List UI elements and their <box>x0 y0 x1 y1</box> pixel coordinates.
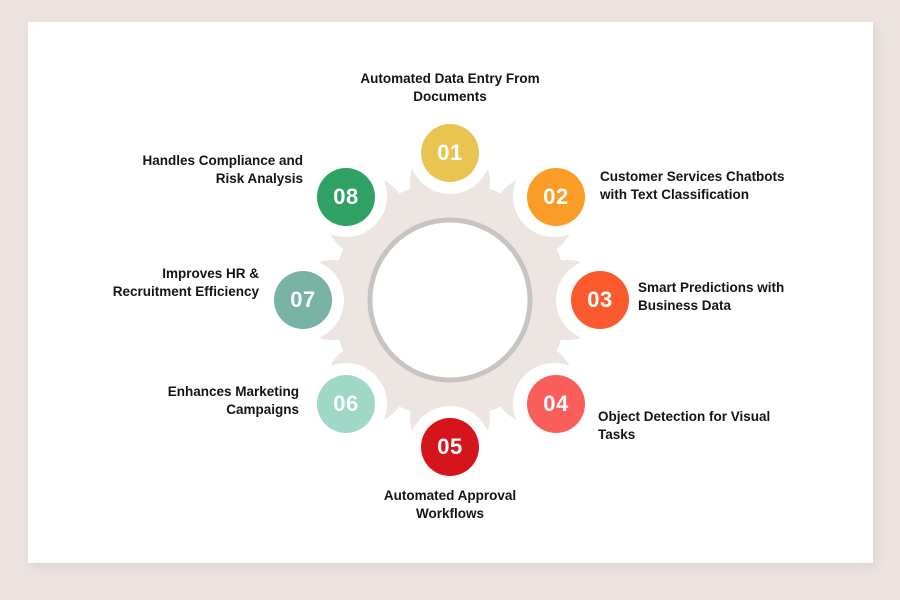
label-02-line-1: Customer Services Chatbots <box>600 169 785 184</box>
node-01[interactable]: 01 <box>421 124 479 182</box>
node-05[interactable]: 05 <box>421 418 479 476</box>
label-06-line-1: Enhances Marketing <box>167 384 299 399</box>
label-01-line-1: Automated Data Entry From <box>360 71 540 86</box>
label-08-line-2: Risk Analysis <box>215 170 303 186</box>
label-07-line-1: Improves HR & <box>162 266 259 281</box>
label-05-line-1: Automated Approval <box>383 488 517 503</box>
label-03: Smart Predictions with Business Data <box>638 279 853 315</box>
node-07[interactable]: 07 <box>274 271 332 329</box>
gear-center-disc <box>372 222 528 378</box>
label-03-line-2: Business Data <box>638 297 732 313</box>
label-02: Customer Services Chatbots with Text Cla… <box>600 168 815 204</box>
label-08-line-1: Handles Compliance and <box>142 153 303 168</box>
label-06: Enhances Marketing Campaigns <box>84 383 299 419</box>
gear-inner-ring <box>367 217 533 383</box>
node-08[interactable]: 08 <box>317 168 375 226</box>
label-08: Handles Compliance and Risk Analysis <box>88 152 303 188</box>
label-05-line-2: Workflows <box>415 505 484 521</box>
node-03[interactable]: 03 <box>571 271 629 329</box>
label-04-line-2: Tasks <box>598 426 636 442</box>
label-02-line-2: with Text Classification <box>600 186 750 202</box>
node-06[interactable]: 06 <box>317 375 375 433</box>
node-04[interactable]: 04 <box>527 375 585 433</box>
label-03-line-1: Smart Predictions with <box>638 280 785 295</box>
label-01: Automated Data Entry From Documents <box>330 70 570 106</box>
label-04-line-1: Object Detection for Visual <box>598 409 771 424</box>
label-07-line-2: Recruitment Efficiency <box>112 283 259 299</box>
label-04: Object Detection for Visual Tasks <box>598 408 813 444</box>
label-01-line-2: Documents <box>413 88 487 104</box>
label-07: Improves HR & Recruitment Efficiency <box>44 265 259 301</box>
node-02[interactable]: 02 <box>527 168 585 226</box>
label-05: Automated Approval Workflows <box>330 487 570 523</box>
label-06-line-2: Campaigns <box>226 401 299 417</box>
